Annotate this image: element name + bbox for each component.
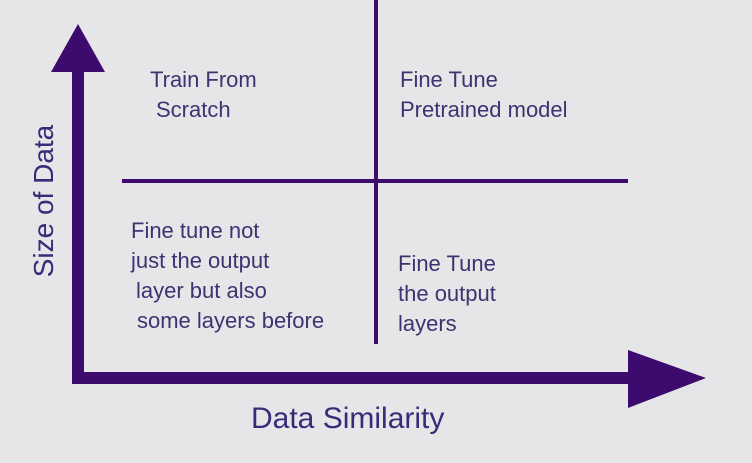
x-axis-arrowhead	[628, 350, 706, 408]
quadrant-top-right: Fine Tune Pretrained model	[400, 65, 568, 125]
vertical-divider	[374, 0, 378, 344]
y-axis-arrowhead	[51, 24, 105, 72]
y-axis-label: Size of Data	[28, 124, 59, 278]
quadrant-text-line: Fine tune not	[131, 218, 260, 243]
quadrant-text-line: Fine Tune	[400, 67, 498, 92]
quadrant-text-line: Pretrained model	[400, 97, 568, 122]
x-axis-line	[72, 372, 632, 384]
y-axis-line	[72, 70, 84, 382]
quadrant-bottom-left: Fine tune not just the output layer but …	[131, 216, 324, 336]
quadrant-bottom-right: Fine Tune the output layers	[398, 249, 496, 339]
quadrant-text-line: just the output	[131, 248, 270, 273]
quadrant-text-line: some layers before	[137, 308, 325, 333]
quadrant-text-line: Train From	[150, 67, 257, 92]
quadrant-top-left: Train From Scratch	[150, 65, 257, 125]
quadrant-text-line: Fine Tune	[398, 251, 496, 276]
quadrant-text-line: layer but also	[136, 278, 267, 303]
quadrant-text-line: the output	[398, 281, 496, 306]
quadrant-text-line: Scratch	[156, 97, 231, 122]
quadrant-text-line: layers	[398, 311, 457, 336]
horizontal-divider	[122, 179, 628, 183]
x-axis-label: Data Similarity	[251, 402, 445, 435]
